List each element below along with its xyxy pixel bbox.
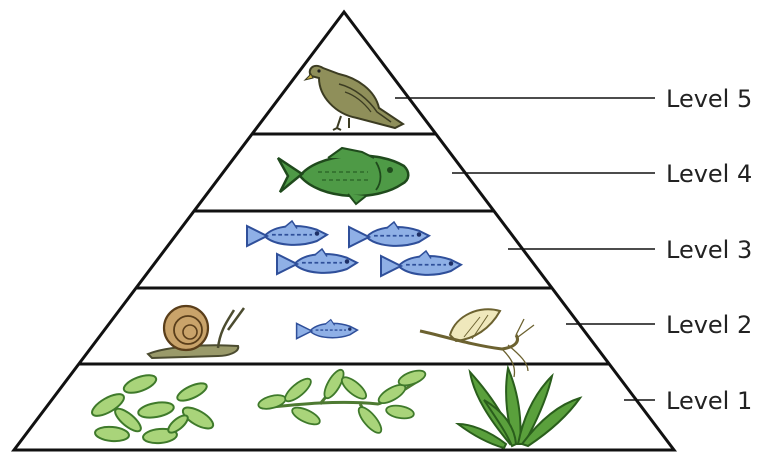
small-fish-icon: [349, 222, 429, 247]
aquatic-plant-icon: [458, 368, 580, 448]
mayfly-icon: [420, 309, 534, 377]
level-5-label: Level 5: [666, 85, 752, 113]
level-3-label: Level 3: [666, 236, 752, 264]
leader-lines: [395, 98, 655, 400]
algae-icon: [89, 372, 216, 445]
level-1-label: Level 1: [666, 387, 752, 415]
level-2-label: Level 2: [666, 311, 752, 339]
small-fish-icon: [297, 320, 358, 339]
large-fish-icon: [278, 148, 408, 204]
leafy-plant-icon: [257, 367, 427, 436]
small-fish-icon: [277, 249, 357, 274]
level-3-organisms: [247, 221, 461, 276]
small-fish-icon: [381, 251, 461, 276]
snail-icon: [148, 306, 244, 358]
level-4-label: Level 4: [666, 160, 752, 188]
bird-of-prey-icon: [305, 66, 403, 130]
small-fish-icon: [247, 221, 327, 246]
